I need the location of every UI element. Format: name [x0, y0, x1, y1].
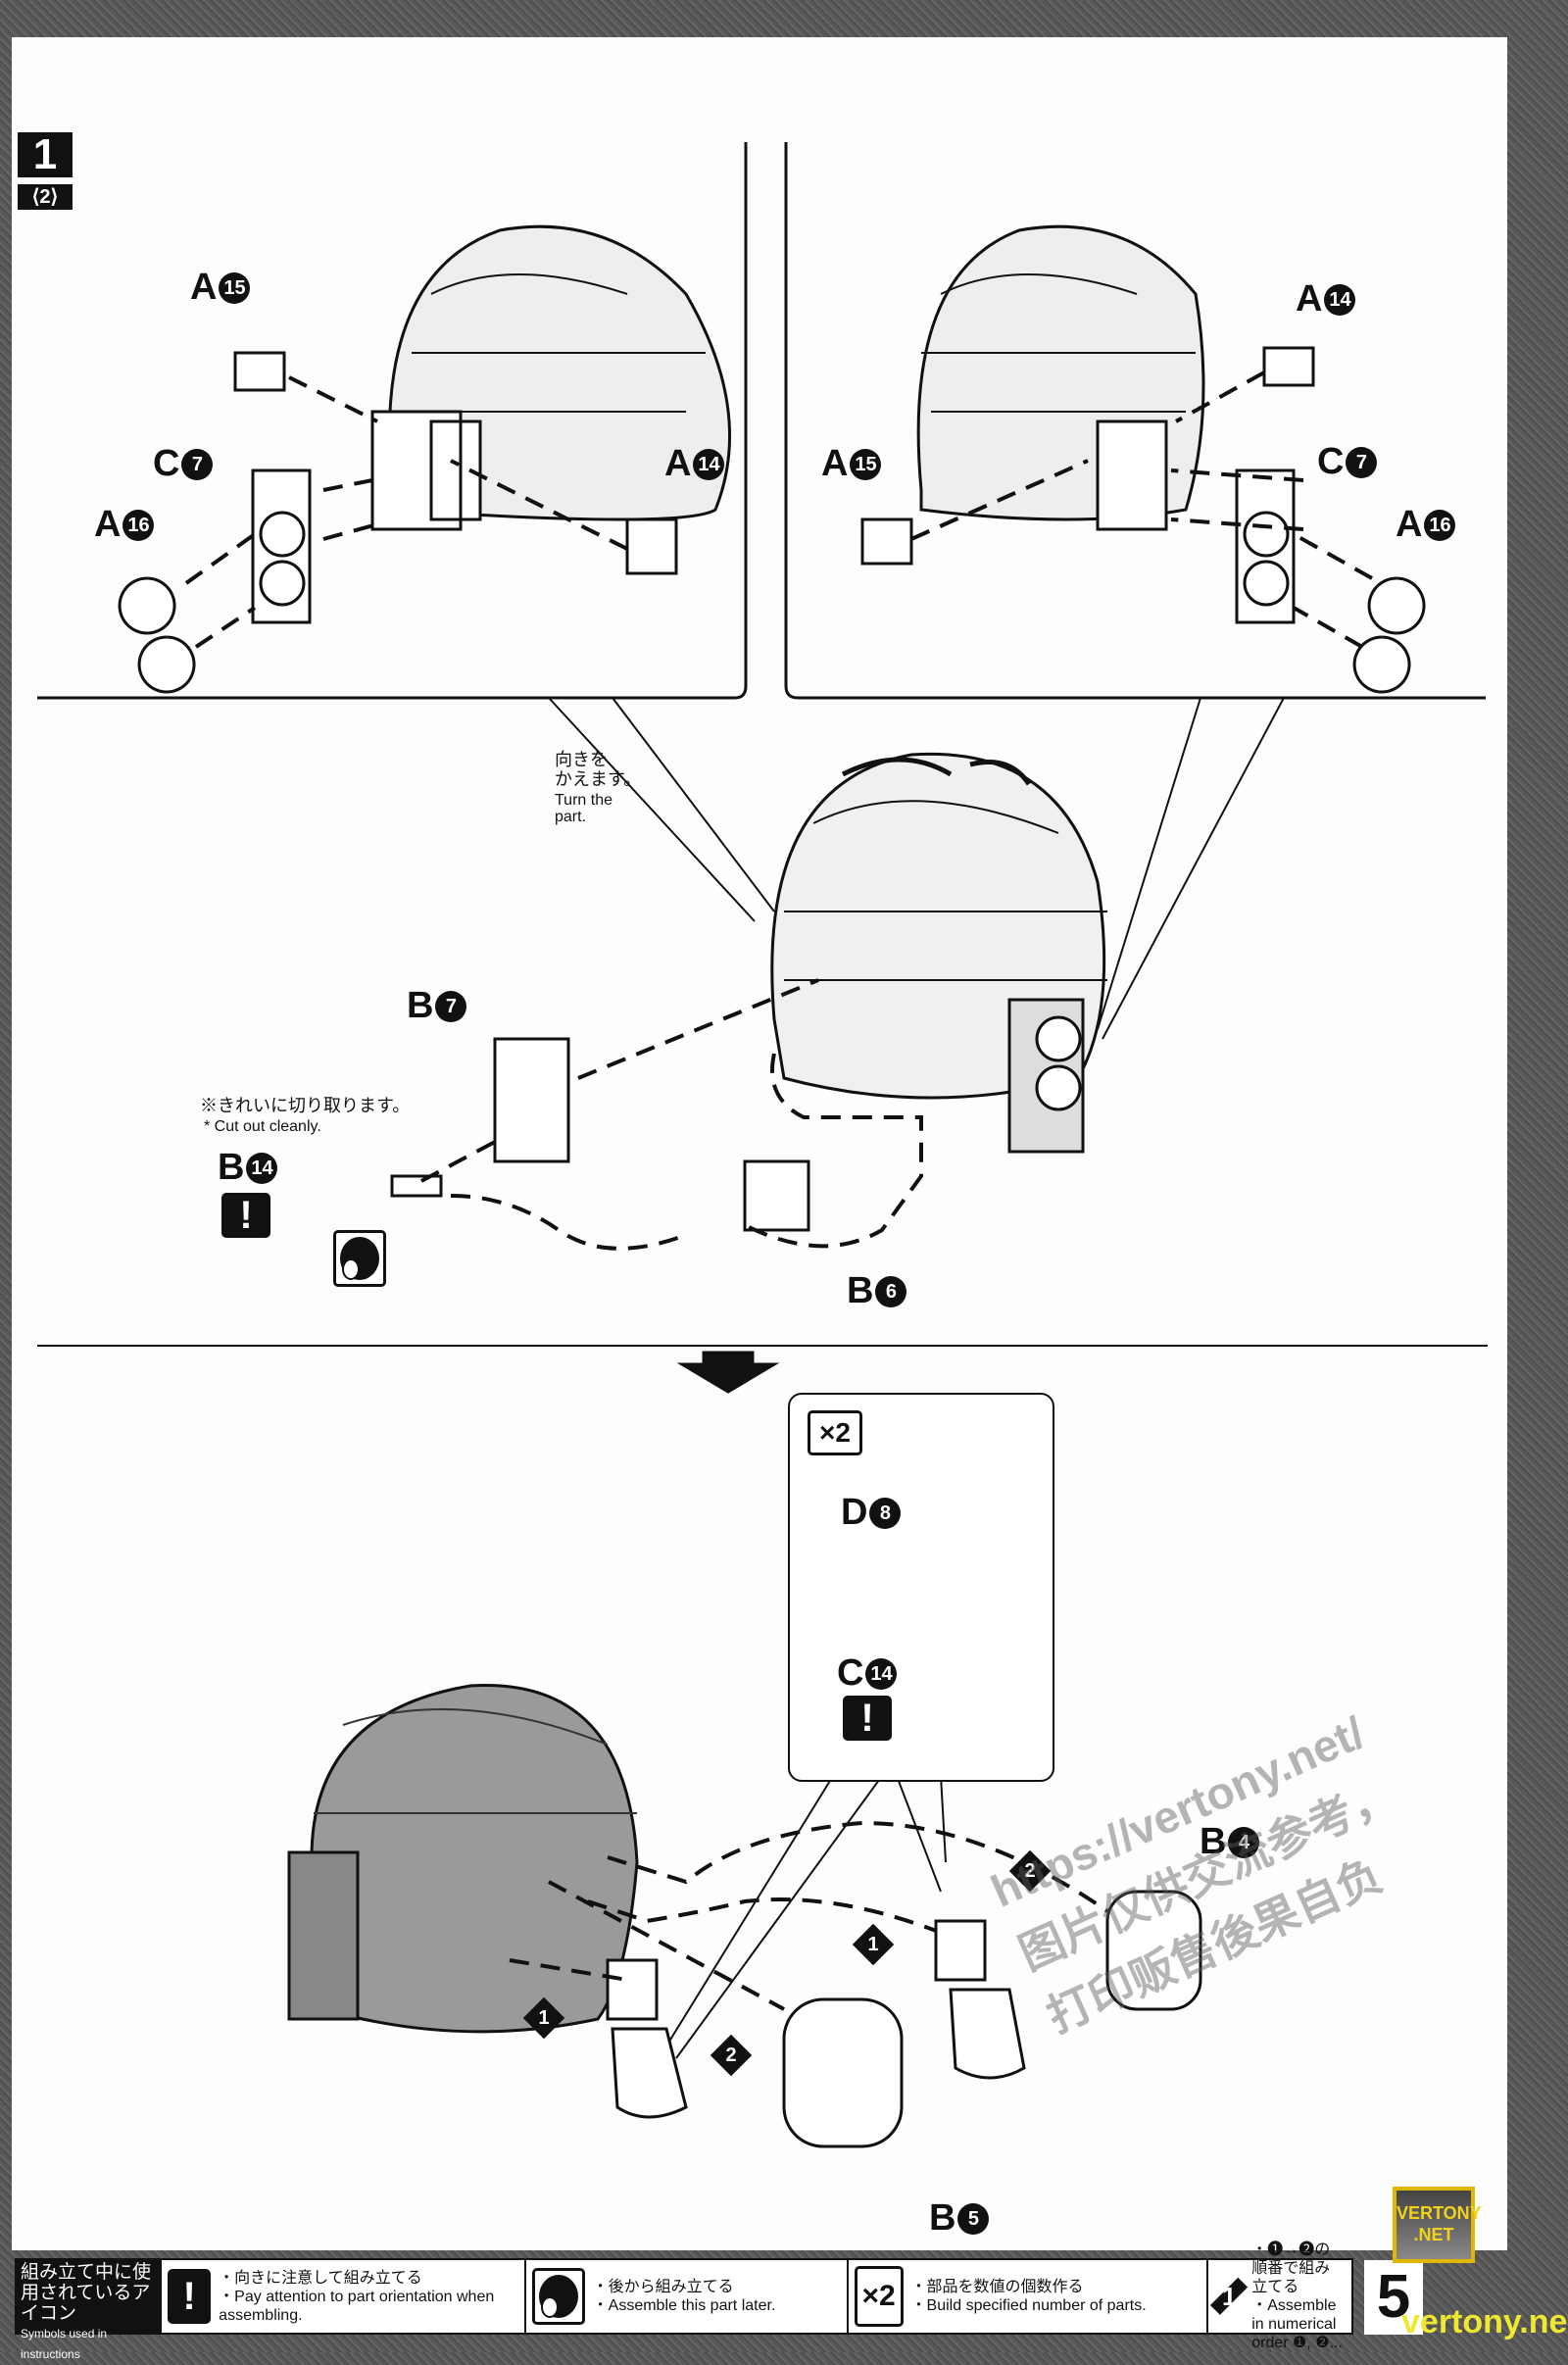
core-part-left: [370, 224, 732, 531]
x2-icon: ×2: [854, 2266, 904, 2327]
part-b4: [1105, 1890, 1202, 2011]
part-d8-right: [934, 1919, 1026, 2080]
panel-top-left-border: [37, 142, 748, 700]
down-arrow: [676, 1351, 780, 1394]
core-sphere-middle: [770, 752, 1107, 1154]
build-x2-box: ×2: [788, 1393, 1054, 1782]
assemble-later-icon: [531, 2268, 585, 2325]
order-diamond-icon: 1: [1209, 2277, 1249, 2316]
part-b14: [390, 1174, 443, 1198]
x2-icon: ×2: [808, 1410, 862, 1455]
part-a14-right: [1262, 346, 1315, 387]
turn-note-en: Turn the part.: [555, 792, 612, 825]
cut-note-en: * Cut out cleanly.: [204, 1118, 321, 1135]
core-part-right: [916, 224, 1205, 531]
part-b7: [493, 1037, 570, 1163]
cut-note-jp: ※きれいに切り取ります。: [200, 1096, 411, 1115]
order-mark-1: 1: [522, 1996, 565, 2040]
vertony-logo: VERTONY .NET: [1393, 2187, 1482, 2263]
page-number: 5: [1364, 2260, 1423, 2335]
part-b5: [782, 1997, 904, 2148]
part-a15-left: [233, 351, 286, 392]
core-sphere-bottom: [287, 1684, 639, 2034]
part-d8-left: [606, 1958, 688, 2119]
instruction-page: [12, 37, 1507, 2250]
order-mark-1: 1: [852, 1923, 895, 1966]
part-a15-right: [860, 517, 913, 566]
order-mark-2: 2: [710, 2034, 753, 2077]
step-number: 1: [18, 132, 73, 177]
exclamation-icon: !: [168, 2269, 212, 2324]
turn-note-jp: 向きを かえます。: [555, 750, 642, 789]
legend-item-orientation: ! ・向きに注意して組み立てる・Pay attention to part or…: [162, 2260, 524, 2333]
part-a16-left: [118, 576, 196, 694]
exclamation-icon: !: [221, 1193, 270, 1238]
assemble-later-icon: [333, 1230, 386, 1287]
legend-item-count: ×2 ・部品を数値の個数作る・Build specified number of…: [848, 2260, 1206, 2333]
sub-step-number: ⟨2⟩: [18, 184, 73, 210]
part-a16-right: [1352, 576, 1426, 694]
watermark-site: vertony.net: [1401, 2303, 1568, 2340]
legend-item-later: ・後から組み立てる・Assemble this part later.: [525, 2260, 847, 2333]
exclamation-icon: !: [843, 1696, 892, 1741]
legend-item-order: 1 ・❶→❷の順番で組み立てる・Assemble in numerical or…: [1207, 2242, 1351, 2351]
callout-lines: [548, 697, 1285, 1040]
part-a14-left: [625, 517, 678, 575]
part-b6: [743, 1159, 810, 1232]
panel-top-right-border: [784, 142, 1486, 700]
